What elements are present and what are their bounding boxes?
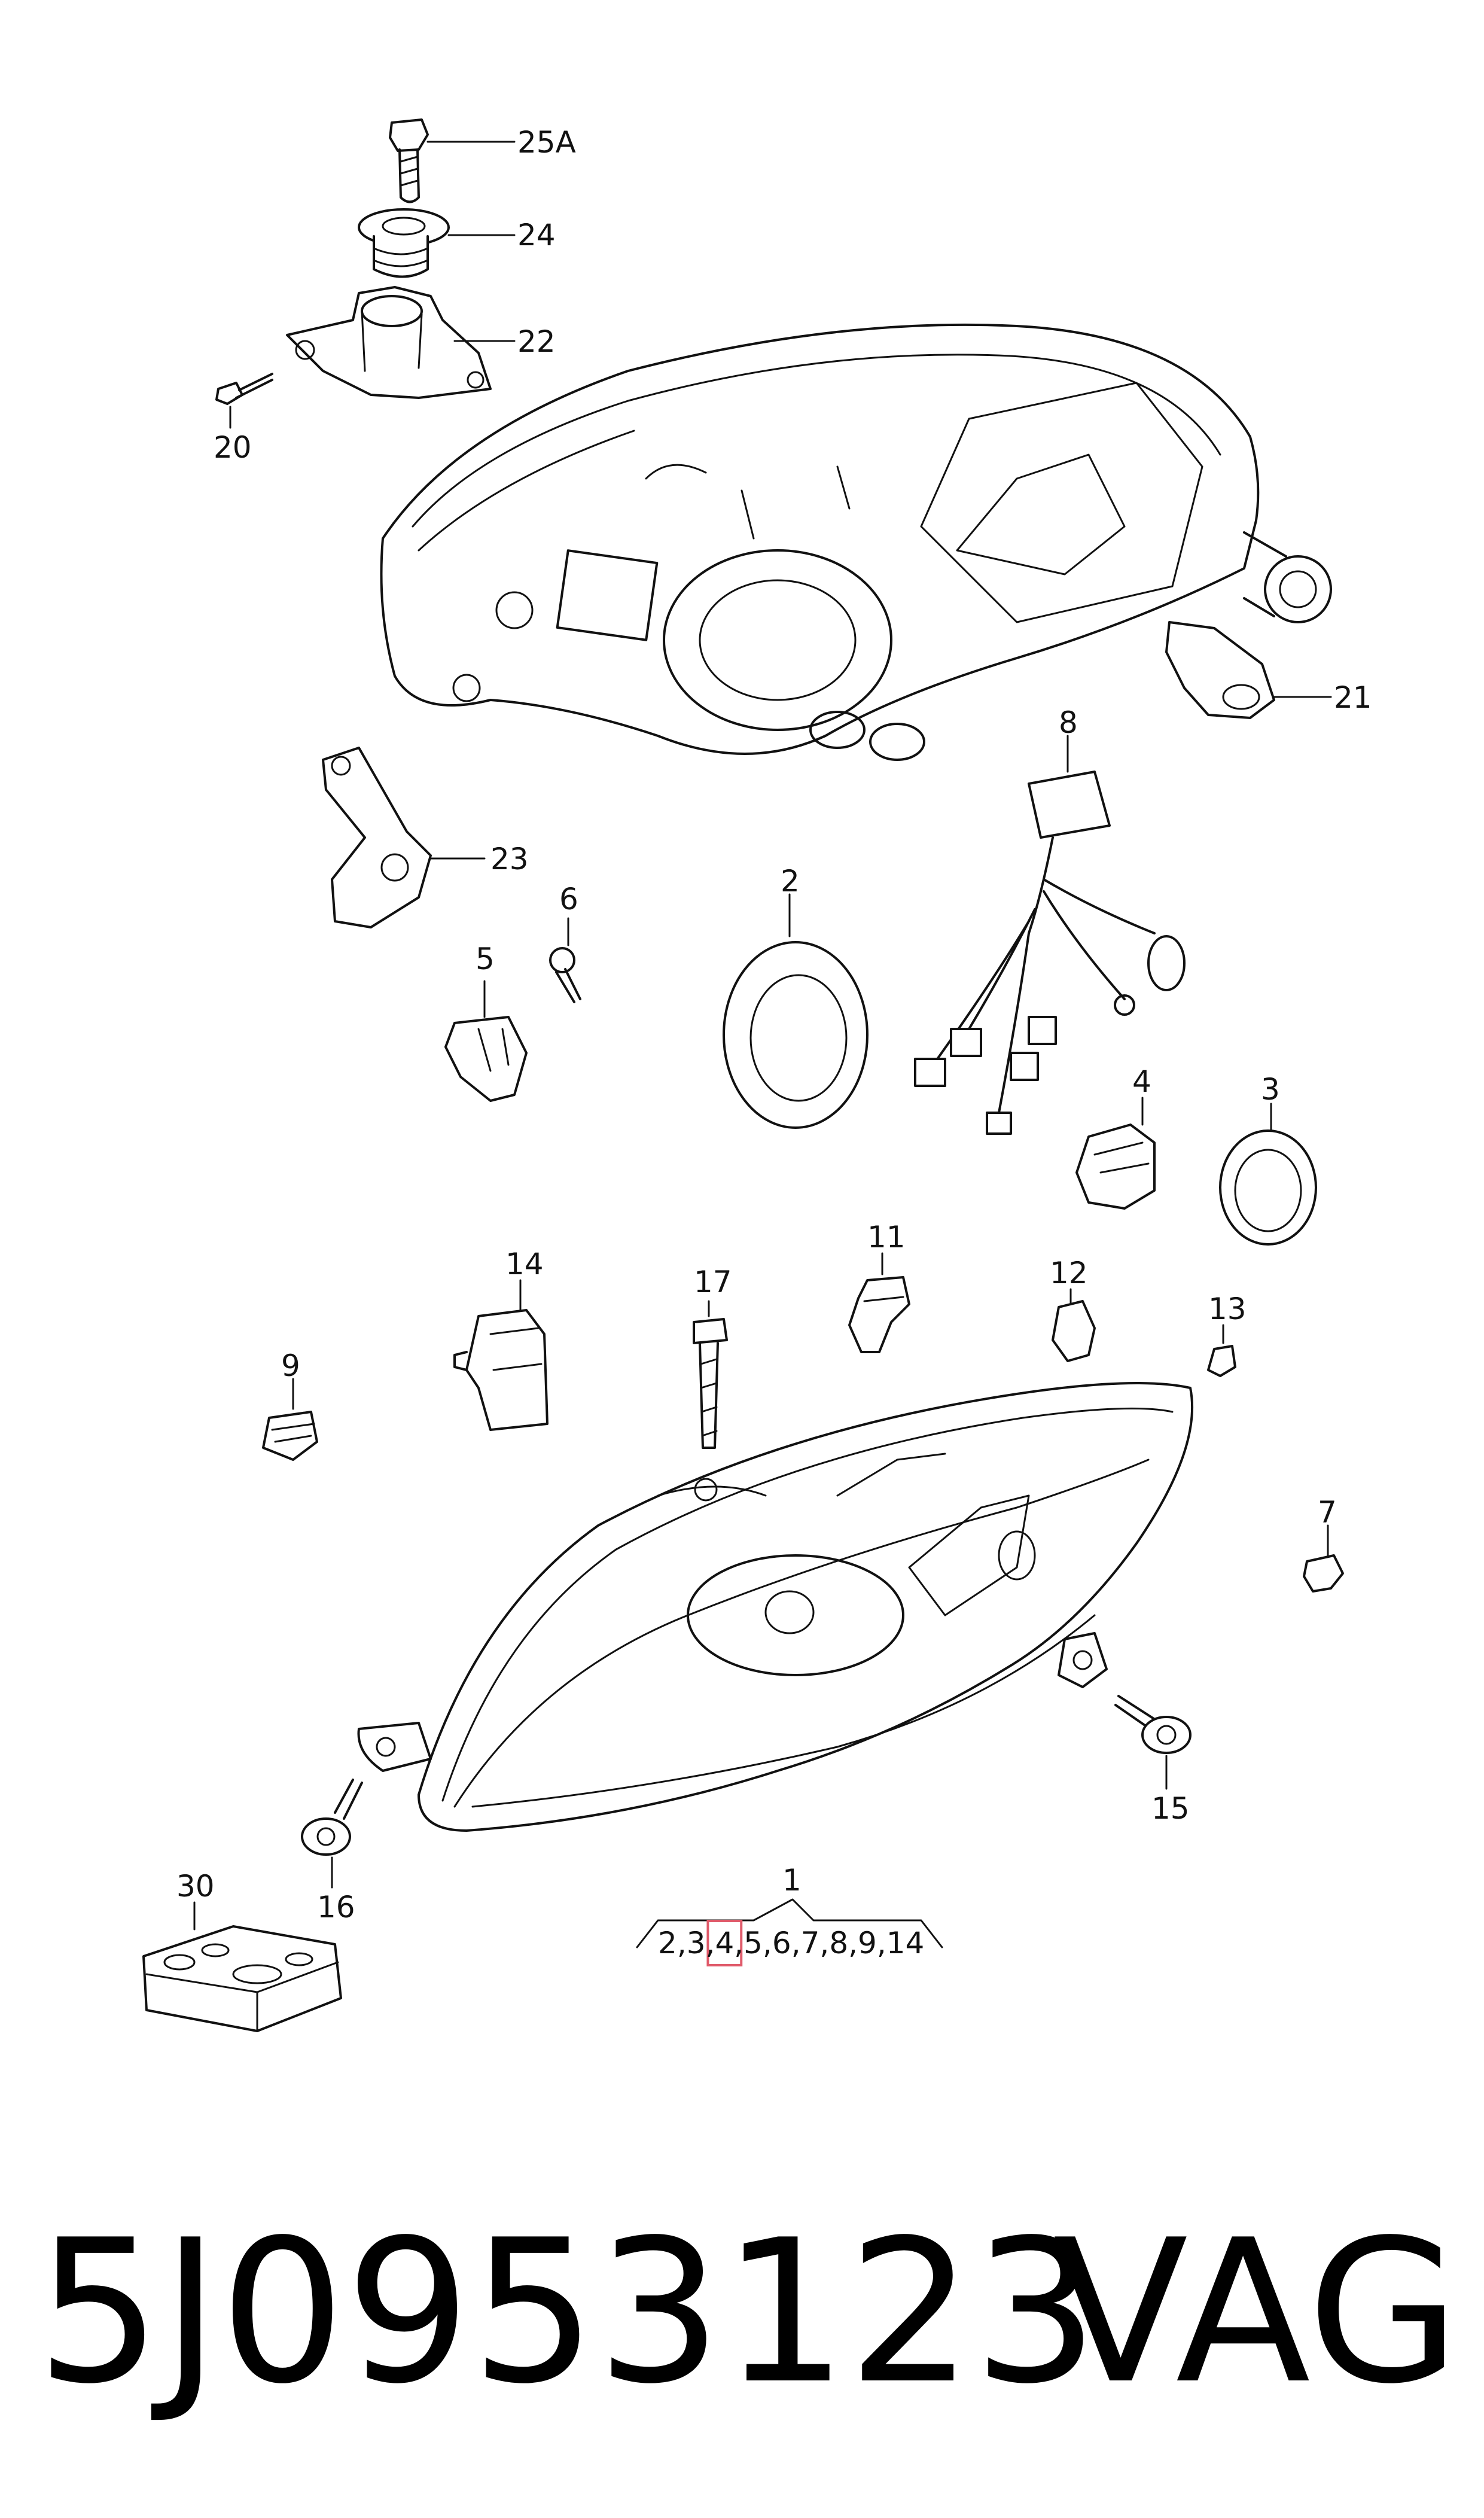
part-8-wiring-harness xyxy=(914,735,1186,1135)
assembly-separator: , xyxy=(677,1926,687,1960)
headlight-front-assembly xyxy=(357,1382,1194,1832)
callout-13: 13 xyxy=(1208,1292,1247,1326)
part-22-bracket xyxy=(286,286,516,399)
part-2-cover-cap xyxy=(723,893,869,1129)
callout-21: 21 xyxy=(1334,680,1372,715)
brand-label: VAG xyxy=(1053,2197,1460,2427)
part-15-bolt xyxy=(1114,1695,1192,1790)
part-30-kit-box xyxy=(142,1901,342,2032)
callout-5: 5 xyxy=(476,942,495,976)
part-number: 5J0953123 xyxy=(36,2197,1099,2427)
callout-16: 16 xyxy=(317,1890,355,1925)
callout-2: 2 xyxy=(781,864,800,899)
part-20-screw xyxy=(215,373,273,429)
part-7-clip xyxy=(1303,1524,1344,1593)
callout-14: 14 xyxy=(505,1247,544,1281)
callout-1: 1 xyxy=(782,1863,802,1898)
assembly-item-4: 4 xyxy=(715,1926,734,1960)
part-13-bulb xyxy=(1207,1324,1236,1377)
part-9-grommet xyxy=(262,1378,318,1461)
part-11-bulb xyxy=(848,1252,910,1353)
callout-12: 12 xyxy=(1050,1256,1088,1290)
callout-4: 4 xyxy=(1132,1064,1151,1099)
assembly-separator: , xyxy=(763,1926,772,1960)
part-25a-screw xyxy=(389,118,516,203)
part-12-bulb xyxy=(1052,1288,1096,1362)
assembly-item-8: 8 xyxy=(829,1926,848,1960)
callout-9: 9 xyxy=(281,1348,300,1383)
callout-24: 24 xyxy=(517,218,556,252)
highlight-box xyxy=(706,1920,743,1966)
callout-20: 20 xyxy=(214,430,252,465)
callout-15: 15 xyxy=(1151,1791,1190,1826)
part-1-assembly-group: 1 2,3,4,5,6,7,8,9,14 xyxy=(636,1863,943,1966)
part-24-grommet xyxy=(358,208,516,278)
assembly-item-3: 3 xyxy=(687,1926,706,1960)
assembly-separator: , xyxy=(734,1926,743,1960)
assembly-item-9: 9 xyxy=(858,1926,877,1960)
assembly-separator: , xyxy=(819,1926,829,1960)
assembly-item-5: 5 xyxy=(743,1926,763,1960)
part-4-bulb-holder xyxy=(1075,1097,1156,1210)
part-16-bolt xyxy=(301,1779,363,1889)
part-3-cover-cap xyxy=(1219,1103,1317,1246)
assembly-separator: , xyxy=(877,1926,886,1960)
part-14-actuator xyxy=(453,1279,548,1431)
assembly-item-7: 7 xyxy=(801,1926,820,1960)
assembly-item-2: 2 xyxy=(658,1926,677,1960)
callout-3: 3 xyxy=(1261,1072,1280,1107)
callout-7: 7 xyxy=(1318,1495,1337,1530)
assembly-separator: , xyxy=(791,1926,801,1960)
part-21-clip xyxy=(1165,621,1332,719)
assembly-item-14: 14 xyxy=(886,1926,925,1960)
part-6-screw xyxy=(549,917,581,1003)
callout-23: 23 xyxy=(490,842,529,876)
callout-17: 17 xyxy=(694,1265,732,1299)
callout-8: 8 xyxy=(1059,705,1078,740)
callout-25a: 25A xyxy=(517,125,576,160)
callout-11: 11 xyxy=(867,1220,906,1255)
callout-30: 30 xyxy=(176,1869,215,1904)
callout-6: 6 xyxy=(559,882,578,917)
part-23-bracket xyxy=(322,747,486,928)
assembly-separator: , xyxy=(706,1926,715,1960)
part-17-bolt xyxy=(693,1300,728,1449)
assembly-list: 2,3,4,5,6,7,8,9,14 xyxy=(658,1926,924,1960)
assembly-separator: , xyxy=(848,1926,858,1960)
callout-22: 22 xyxy=(517,324,556,359)
assembly-item-6: 6 xyxy=(772,1926,791,1960)
headlight-rear-housing xyxy=(380,323,1332,761)
part-5-holder xyxy=(444,980,528,1102)
